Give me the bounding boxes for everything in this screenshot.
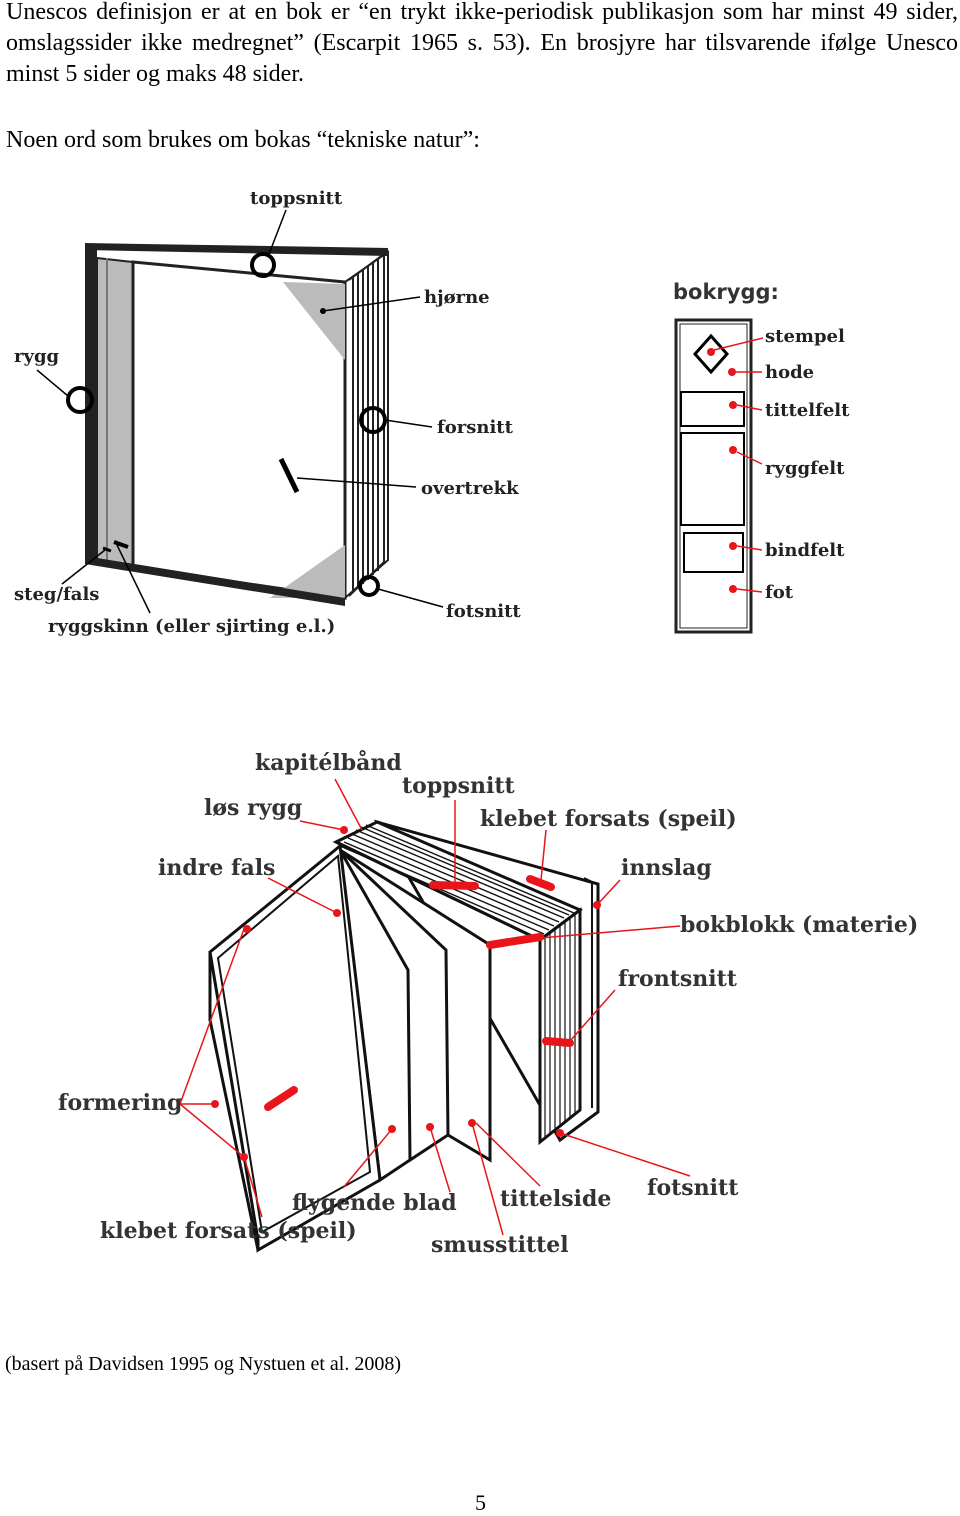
label-ryggskinn: ryggskinn (eller sjirting e.l.) [48, 616, 335, 637]
label-overtrekk: overtrekk [421, 478, 519, 499]
label-hode: hode [765, 362, 814, 383]
terms-intro: Noen ord som brukes om bokas “tekniske n… [6, 127, 480, 153]
label-innslag: innslag [621, 855, 712, 881]
label-indre-fals: indre fals [158, 855, 275, 881]
label-smusstittel: smusstittel [431, 1232, 569, 1258]
label-hjorne: hjørne [424, 287, 490, 308]
spine-title: bokrygg: [673, 280, 779, 304]
source-note: (basert på Davidsen 1995 og Nystuen et a… [5, 1353, 402, 1375]
label-tittelside: tittelside [500, 1186, 611, 1212]
label-bokblokk: bokblokk (materie) [680, 912, 918, 938]
label-toppsnitt: toppsnitt [250, 188, 343, 209]
label-toppsnitt-2: toppsnitt [402, 773, 516, 799]
label-kapitelband: kapitélbånd [255, 750, 402, 776]
label-bindfelt: bindfelt [765, 540, 845, 561]
label-ryggfelt: ryggfelt [765, 458, 845, 479]
label-los-rygg: løs rygg [204, 795, 302, 821]
spine-figure: bokrygg: stempel hode tittelfelt ryggfel… [673, 280, 850, 634]
label-klebet-forsats-bottom: klebet forsats (speil) [100, 1218, 357, 1244]
label-fotsnitt: fotsnitt [446, 601, 521, 622]
open-book-figure: kapitélbånd toppsnitt løs rygg klebet fo… [58, 750, 918, 1258]
label-flygende-blad: flygende blad [292, 1190, 457, 1216]
label-stempel: stempel [765, 326, 845, 347]
book-anatomy-figure: toppsnitt hjørne rygg forsnitt overtrekk… [14, 188, 521, 637]
label-frontsnitt: frontsnitt [618, 966, 738, 992]
label-steg-fals: steg/fals [14, 584, 99, 605]
label-rygg: rygg [14, 346, 60, 367]
intro-paragraph: Unescos definisjon er at en bok er “en t… [6, 0, 958, 87]
label-tittelfelt: tittelfelt [765, 400, 850, 421]
label-fotsnitt-2: fotsnitt [647, 1175, 739, 1201]
label-fot: fot [765, 582, 794, 603]
label-formering: formering [58, 1090, 182, 1116]
label-klebet-forsats-top: klebet forsats (speil) [480, 806, 737, 832]
label-forsnitt: forsnitt [437, 417, 514, 438]
page-number: 5 [475, 1490, 486, 1515]
